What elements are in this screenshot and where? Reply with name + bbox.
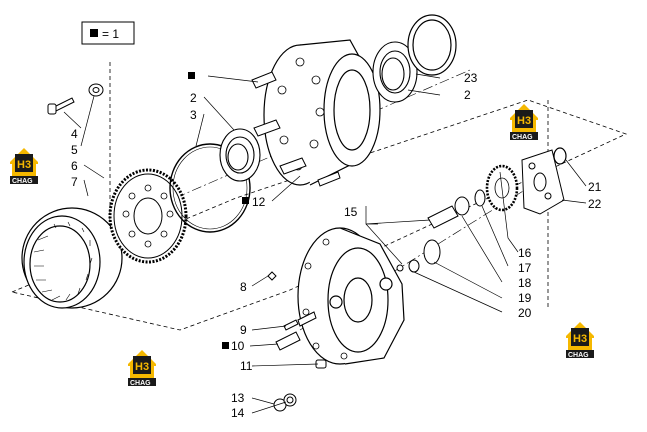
bearing-2-right xyxy=(372,41,418,103)
snap-ring-21 xyxy=(553,147,567,165)
callout-4: 4 xyxy=(71,127,78,141)
callout-21: 21 xyxy=(588,180,602,194)
wheel-hub-housing xyxy=(263,39,381,186)
toothed-disc-6 xyxy=(108,168,188,264)
callout-2-right: 2 xyxy=(464,88,471,102)
ball-15 xyxy=(396,264,404,272)
callout-11: 11 xyxy=(240,359,253,373)
leader-lines xyxy=(63,73,587,414)
legend-text: = 1 xyxy=(102,27,119,41)
callout-16: 16 xyxy=(518,246,532,260)
washer-18 xyxy=(454,196,470,216)
callout-2-left: 2 xyxy=(190,91,197,105)
callout-5: 5 xyxy=(71,143,78,157)
watermark-logo-icon xyxy=(510,104,538,141)
planet-gear-parts xyxy=(396,189,486,273)
legend-square-icon xyxy=(90,29,98,37)
cover-plate-22 xyxy=(521,149,565,215)
carrier-bolt-holes xyxy=(302,238,348,360)
callout-23: 23 xyxy=(464,71,478,85)
callout-10: 10 xyxy=(231,339,245,353)
callout-3: 3 xyxy=(190,108,197,122)
planet-carrier xyxy=(297,227,405,365)
callout-9: 9 xyxy=(240,323,247,337)
pin-15 xyxy=(427,205,459,229)
marker-square-icon xyxy=(188,72,195,79)
callout-14: 14 xyxy=(231,406,245,420)
callout-17: 17 xyxy=(518,261,532,275)
callout-labels: 4 5 6 7 2 3 12 23 2 15 8 9 10 11 13 14 1… xyxy=(71,71,602,420)
bushing-5 xyxy=(88,83,104,97)
gear-19 xyxy=(423,239,441,265)
snap-ring-3-inner xyxy=(172,146,248,230)
marker-square-icon xyxy=(222,342,229,349)
stud-10 xyxy=(275,331,301,351)
bolt-4 xyxy=(47,97,75,115)
callout-18: 18 xyxy=(518,276,532,290)
watermark-logo-icon xyxy=(128,350,156,387)
ring-gear-teeth xyxy=(33,221,93,301)
spacer-17 xyxy=(474,189,486,207)
callout-8: 8 xyxy=(240,280,247,294)
callout-15: 15 xyxy=(344,205,358,219)
callout-12: 12 xyxy=(252,195,266,209)
ring-20 xyxy=(408,259,420,273)
pin-9 xyxy=(283,319,299,331)
callout-22: 22 xyxy=(588,197,602,211)
ring-gear-7 xyxy=(21,207,123,309)
watermark-logo-icon xyxy=(566,322,594,359)
bearing-2-left xyxy=(219,128,261,182)
small-parts xyxy=(267,271,327,412)
watermark-logo-icon xyxy=(10,148,38,185)
callout-20: 20 xyxy=(518,306,532,320)
callout-6: 6 xyxy=(71,159,78,173)
seal-23 xyxy=(407,14,457,76)
marker-squares xyxy=(188,72,249,349)
wheel-studs xyxy=(251,71,341,187)
snap-ring-3 xyxy=(169,143,251,233)
callout-7: 7 xyxy=(71,175,78,189)
legend-box: = 1 xyxy=(81,21,135,45)
screw-8 xyxy=(267,271,277,281)
marker-square-icon xyxy=(242,197,249,204)
callout-13: 13 xyxy=(231,391,245,405)
callout-19: 19 xyxy=(518,291,532,305)
